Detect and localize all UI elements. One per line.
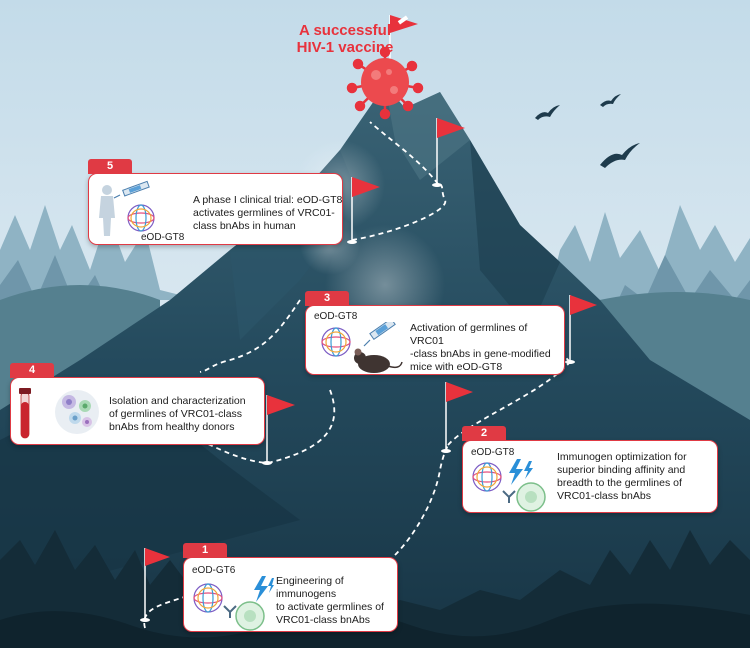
title-line-1: A successful bbox=[299, 22, 391, 39]
step-1-line: to activate germlines of bbox=[276, 601, 384, 613]
step-5-description: A phase I clinical trial: eOD-GT8 activa… bbox=[193, 194, 343, 233]
step-2-line: Immunogen optimization for bbox=[557, 451, 687, 463]
step-card-2: 2 eOD-GT8 Immunogen optimization for bbox=[462, 426, 718, 513]
step-3-illustration bbox=[321, 322, 403, 373]
step-3-line: mice with eOD-GT8 bbox=[410, 361, 503, 373]
virus-icon bbox=[346, 46, 424, 120]
flag-icon bbox=[565, 295, 597, 364]
b-cell-icon bbox=[235, 601, 265, 631]
step-1-line: VRC01-class bnAbs bbox=[276, 614, 370, 626]
flag-icon bbox=[347, 177, 380, 244]
human-icon bbox=[99, 185, 115, 236]
antibody-icon bbox=[223, 605, 237, 618]
page-title: A successful HIV-1 vaccine bbox=[250, 22, 440, 56]
syringe-icon bbox=[363, 322, 396, 347]
step-number-1: 1 bbox=[183, 543, 227, 558]
flag-icon bbox=[140, 548, 170, 622]
step-3-line: -class bnAbs in gene-modified bbox=[410, 348, 551, 360]
step-1-antigen-label: eOD-GT6 bbox=[192, 565, 236, 576]
nanoparticle-icon bbox=[321, 327, 351, 357]
syringe-icon bbox=[113, 180, 150, 199]
step-4-line: bnAbs from healthy donors bbox=[109, 421, 235, 433]
flag-icon bbox=[262, 395, 295, 465]
step-5-antigen-label: eOD-GT8 bbox=[141, 232, 185, 243]
step-1-description: Engineering of immunogens to activate ge… bbox=[276, 575, 398, 627]
mountain-shadow bbox=[470, 140, 560, 330]
step-number-5: 5 bbox=[88, 159, 132, 174]
step-number-2: 2 bbox=[462, 426, 506, 441]
bird-icon bbox=[600, 94, 621, 107]
b-cell-icon bbox=[516, 482, 546, 512]
step-number-4: 4 bbox=[10, 363, 54, 378]
nanoparticle-icon bbox=[472, 462, 502, 492]
bird-icon bbox=[535, 105, 560, 120]
nanoparticle-icon bbox=[193, 583, 223, 613]
step-4-illustration bbox=[19, 388, 99, 439]
step-card-4: 4 Isolation and characterization of germ… bbox=[10, 363, 265, 445]
step-card-5: 5 eOD-GT8 A phase I clinical trial: eOD-… bbox=[88, 159, 343, 245]
step-card-1: 1 eOD-GT6 Engineering of immunogens bbox=[183, 543, 398, 632]
lightning-icon bbox=[509, 459, 533, 485]
step-number-3: 3 bbox=[305, 291, 349, 306]
step-3-antigen-label: eOD-GT8 bbox=[314, 311, 358, 322]
bird-icon bbox=[600, 143, 640, 168]
step-4-line: Isolation and characterization bbox=[109, 395, 246, 407]
blood-tube-icon bbox=[19, 388, 31, 439]
step-card-3: 3 eOD-GT8 Activation of germlines bbox=[305, 291, 565, 375]
step-3-line: Activation of germlines of VRC01 bbox=[410, 322, 528, 347]
step-2-line: superior binding affinity and bbox=[557, 464, 686, 476]
step-5-line: class bnAbs in human bbox=[193, 220, 296, 232]
step-5-line: A phase I clinical trial: eOD-GT8 bbox=[193, 194, 343, 206]
step-5-line: activates germlines of VRC01- bbox=[193, 207, 335, 219]
step-2-illustration bbox=[472, 459, 546, 512]
step-2-antigen-label: eOD-GT8 bbox=[471, 447, 515, 458]
flag-icon bbox=[432, 118, 465, 187]
step-4-description: Isolation and characterization of germli… bbox=[109, 395, 265, 434]
step-2-description: Immunogen optimization for superior bind… bbox=[557, 451, 717, 503]
step-3-description: Activation of germlines of VRC01 -class … bbox=[410, 322, 564, 374]
mouse-icon bbox=[354, 348, 403, 373]
cells-icon bbox=[55, 390, 99, 434]
step-4-line: of germlines of VRC01-class bbox=[109, 408, 243, 420]
step-1-illustration bbox=[193, 576, 274, 631]
lightning-icon bbox=[254, 576, 274, 602]
flag-icon bbox=[441, 382, 473, 453]
step-2-line: breadth to the germlines of bbox=[557, 477, 682, 489]
step-1-line: Engineering of immunogens bbox=[276, 575, 344, 600]
nanoparticle-icon bbox=[127, 204, 155, 232]
step-2-line: VRC01-class bnAbs bbox=[557, 490, 651, 502]
antibody-icon bbox=[502, 490, 516, 503]
step-5-illustration bbox=[99, 180, 155, 236]
title-line-2: HIV-1 vaccine bbox=[296, 39, 394, 56]
